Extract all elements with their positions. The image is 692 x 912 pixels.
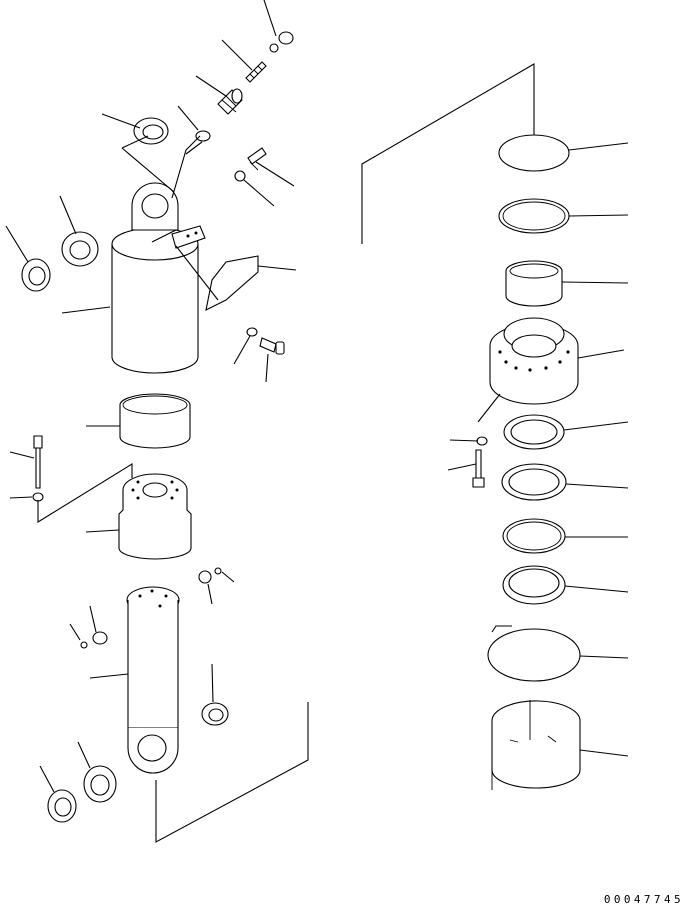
cylinder-head: [490, 318, 578, 404]
bolt-head: [473, 450, 484, 487]
snap-ring: [503, 566, 565, 604]
rod-bushing: [506, 261, 562, 306]
o-ring-large: [499, 135, 569, 171]
bleeder-screw: [246, 62, 266, 82]
piston: [119, 474, 191, 559]
o-ring-medium: [503, 519, 565, 553]
wear-ring: [120, 394, 190, 448]
long-bolt: [34, 436, 42, 488]
dust-seal-right-lower: [202, 703, 228, 725]
bleeder-cap: [270, 32, 293, 52]
bolt-guard: [260, 338, 284, 354]
bushing-left-upper: [62, 232, 98, 266]
dust-seal-top: [134, 118, 168, 144]
rod-packing: [504, 415, 564, 449]
dust-seal-left-lower: [48, 790, 76, 822]
left-leader-lines: [6, 0, 296, 792]
backup-ring: [499, 199, 569, 233]
guard-plate: [206, 256, 258, 310]
washer-guard: [247, 328, 257, 336]
dust-seal-left-upper: [22, 259, 50, 291]
left-group-brackets: [38, 136, 308, 842]
washer-head: [477, 437, 487, 445]
nut-rod-upper: [199, 568, 221, 583]
mounting-bolt-upper: [248, 148, 266, 170]
buffer-ring: [502, 464, 566, 500]
bushing-left-lower: [84, 766, 116, 802]
washer-long-bolt: [33, 493, 43, 501]
piston-rod: [127, 587, 179, 773]
guard-sleeve: [492, 700, 580, 790]
cylinder-tube: [112, 183, 205, 373]
diagram-id-code: 00047745: [603, 893, 684, 906]
washer-upper: [235, 171, 245, 181]
right-leader-lines: [448, 143, 628, 756]
grease-fitting: [218, 89, 242, 114]
o-ring-small: [196, 131, 210, 141]
nut-rod-left: [81, 632, 107, 648]
right-group-bracket: [362, 64, 534, 244]
band-ring: [488, 626, 580, 681]
